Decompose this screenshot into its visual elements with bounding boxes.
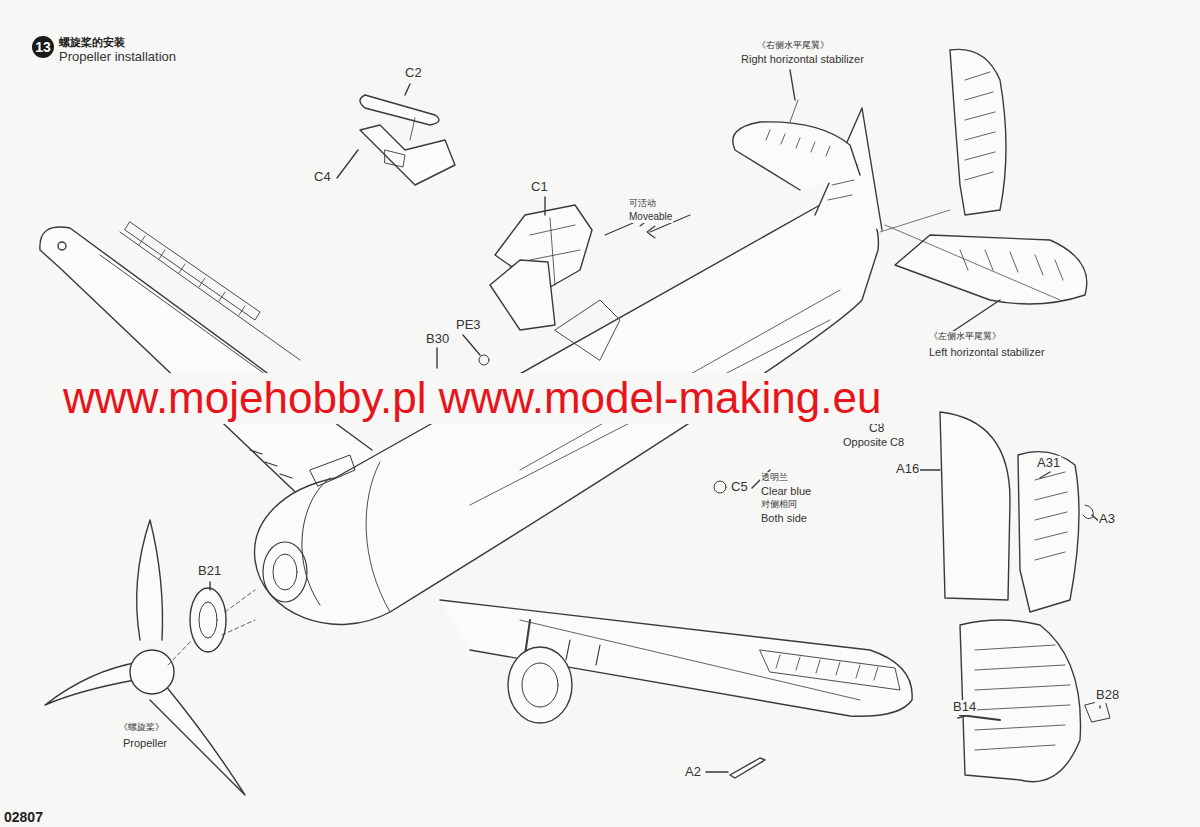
part-name: Propeller bbox=[122, 737, 168, 750]
page-code: 02807 bbox=[3, 809, 44, 825]
part-number: C1 bbox=[530, 180, 549, 195]
part-number: A2 bbox=[684, 765, 702, 780]
part-number: C2 bbox=[404, 66, 423, 81]
part-number: C4 bbox=[313, 170, 332, 185]
part-number: B30 bbox=[425, 332, 450, 347]
note: Opposite C8 bbox=[842, 436, 905, 449]
part-number: PE3 bbox=[455, 318, 482, 333]
note: Moveable bbox=[628, 211, 673, 223]
note-cn: 可活动 bbox=[628, 198, 657, 208]
part-number: C8 bbox=[868, 422, 885, 436]
part-name-cn: 《左侧水平尾翼》 bbox=[928, 331, 1002, 341]
note: Both side bbox=[760, 512, 808, 525]
part-number: C5 bbox=[730, 480, 749, 495]
part-name-cn: 《右侧水平尾翼》 bbox=[756, 40, 830, 50]
part-number: B14 bbox=[952, 700, 977, 715]
part-number: B21 bbox=[197, 564, 222, 579]
step-number-circle: 13 bbox=[32, 36, 54, 58]
watermark: www.mojehobby.pl www.model-making.eu bbox=[62, 373, 882, 424]
step-title-en: Propeller installation bbox=[58, 50, 177, 65]
step-title: 螺旋桨的安装 bbox=[58, 36, 126, 49]
part-number: A3 bbox=[1098, 512, 1116, 527]
part-name: Left horizontal stabilizer bbox=[928, 346, 1046, 359]
part-number: A31 bbox=[1036, 456, 1061, 471]
part-name-cn: 《螺旋桨》 bbox=[118, 722, 165, 732]
step-number: 13 bbox=[35, 39, 51, 55]
note: Clear blue bbox=[760, 485, 812, 498]
part-number: A16 bbox=[895, 462, 920, 477]
note-cn: 对侧相同 bbox=[760, 499, 798, 509]
note-cn: 透明兰 bbox=[760, 472, 789, 482]
part-number: B28 bbox=[1095, 688, 1120, 703]
part-name: Right horizontal stabilizer bbox=[740, 53, 865, 66]
